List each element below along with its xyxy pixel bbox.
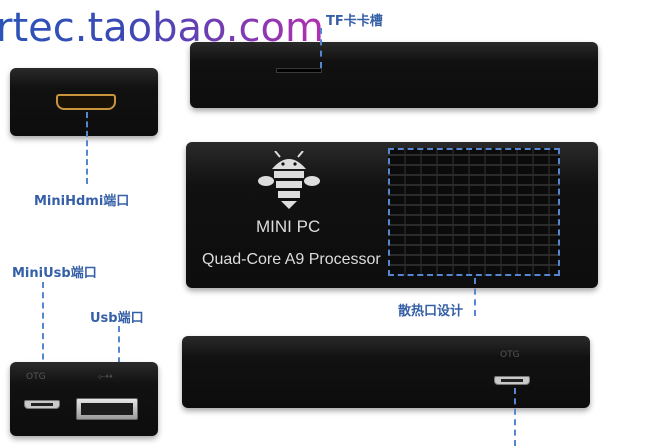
otg-port <box>494 376 530 385</box>
vent-pointer <box>474 278 476 316</box>
hdmi-pointer <box>86 112 88 184</box>
tf-slot-label: TF卡卡槽 <box>326 14 383 29</box>
tf-slot-pointer <box>320 28 322 68</box>
processor-text: Quad-Core A9 Processor <box>202 251 381 268</box>
mini-hdmi-label: MiniHdmi端口 <box>34 194 130 209</box>
tf-card-slot <box>276 68 322 73</box>
otg-mark-small: OTG <box>26 372 46 382</box>
usb-pointer <box>118 326 120 384</box>
device-top-side <box>190 42 598 108</box>
heat-vent <box>388 148 560 276</box>
mini-hdmi-port <box>56 94 116 110</box>
mini-usb-label: MiniUsb端口 <box>12 266 97 281</box>
usb-symbol-icon: ⟜↔ <box>98 372 113 382</box>
usb-a-port <box>76 398 138 420</box>
vent-label: 散热口设计 <box>398 304 464 319</box>
bee-logo-icon <box>258 151 320 209</box>
otg-pointer <box>514 388 516 446</box>
mini-usb-pointer <box>42 282 44 380</box>
model-name: MINI PC <box>256 217 321 236</box>
usb-label: Usb端口 <box>90 311 144 326</box>
device-bottom-side <box>182 336 590 408</box>
otg-mark: OTG <box>500 350 520 360</box>
mini-usb-port <box>24 400 60 409</box>
